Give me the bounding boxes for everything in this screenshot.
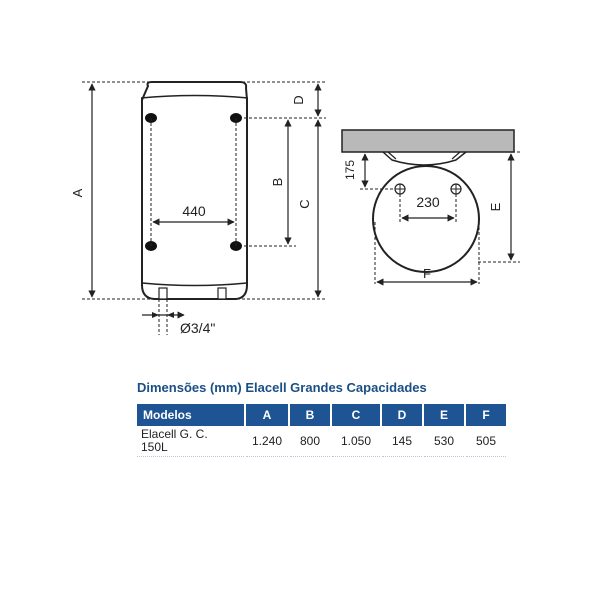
cell-model-line2: 150L: [141, 440, 168, 454]
cell-model-line1: Elacell G. C.: [141, 427, 208, 441]
table-header-row: Modelos A B C D E F: [137, 404, 508, 426]
dim-arrow-pipe-left: [152, 312, 159, 318]
dim-label-175: 175: [343, 160, 357, 180]
tank-top-cap: [140, 94, 249, 99]
table-title: Dimensões (mm) Elacell Grandes Capacidad…: [137, 380, 427, 395]
dim-label-e: E: [488, 202, 503, 211]
header-models: Modelos: [137, 404, 246, 426]
wall: [341, 129, 515, 153]
tank-circle: [372, 165, 480, 273]
tank-bottom-cap: [141, 282, 248, 287]
tank-body: [141, 81, 248, 300]
header-d: D: [381, 404, 424, 426]
cell-model: Elacell G. C. 150L: [137, 426, 246, 457]
pipe-right: [217, 287, 227, 300]
side-view: 175 230 E F: [341, 129, 520, 286]
cell-b: 800: [289, 426, 332, 457]
header-c: C: [331, 404, 382, 426]
dim-label-440: 440: [182, 203, 206, 219]
cell-c: 1.050: [331, 426, 382, 457]
dim-label-f: F: [423, 266, 431, 281]
dim-label-c: C: [297, 199, 312, 208]
dim-label-a: A: [70, 188, 85, 197]
table-row: Elacell G. C. 150L 1.240 800 1.050 145 5…: [137, 426, 508, 457]
pipe-left: [158, 287, 168, 300]
cell-d: 145: [381, 426, 424, 457]
dim-label-b: B: [270, 178, 285, 187]
dim-label-d: D: [291, 95, 306, 104]
header-a: A: [245, 404, 290, 426]
dim-label-pipe: Ø3/4": [180, 320, 215, 336]
front-view: A B C D 440 Ø3/4": [70, 81, 326, 336]
cell-e: 530: [423, 426, 466, 457]
dim-arrow-pipe-right: [167, 312, 174, 318]
cell-a: 1.240: [245, 426, 290, 457]
header-f: F: [465, 404, 508, 426]
dim-label-230: 230: [416, 194, 440, 210]
header-e: E: [423, 404, 466, 426]
technical-drawing: A B C D 440 Ø3/4": [70, 81, 520, 336]
cell-f: 505: [465, 426, 508, 457]
mounting-bracket: [382, 151, 467, 166]
header-b: B: [289, 404, 332, 426]
dimensions-table: Modelos A B C D E F Elacell G. C. 150L 1…: [137, 404, 508, 457]
